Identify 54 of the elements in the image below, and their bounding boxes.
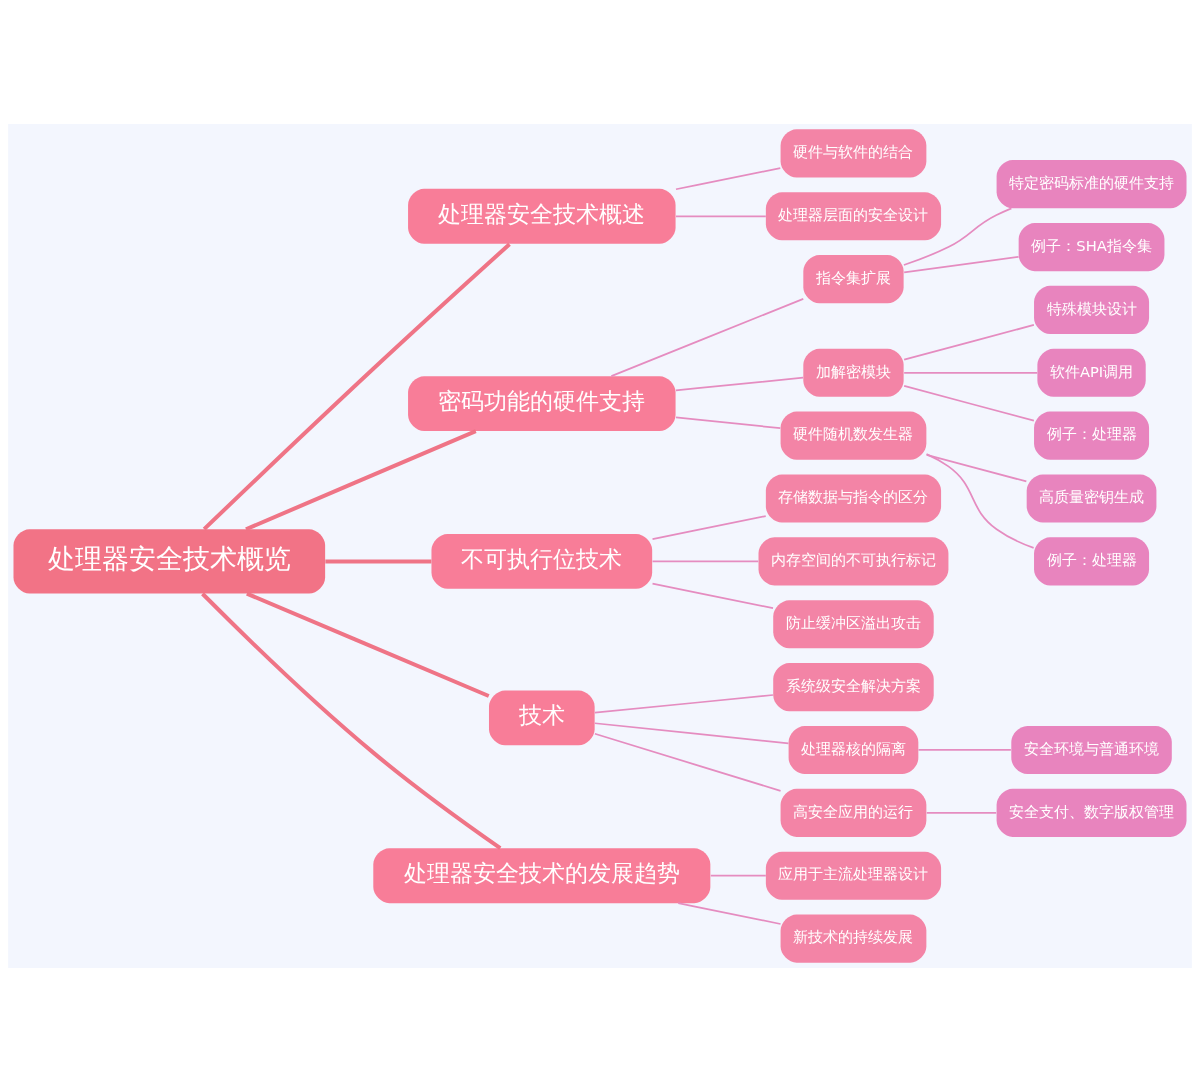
node-box: 例子：SHA指令集 bbox=[1018, 222, 1165, 271]
connector bbox=[202, 242, 511, 531]
connector bbox=[651, 514, 767, 540]
node-box: 软件API调用 bbox=[1037, 348, 1146, 397]
node-box: 硬件随机数发生器 bbox=[780, 411, 927, 460]
connector bbox=[903, 371, 1039, 374]
node-box: 安全支付、数字版权管理 bbox=[996, 788, 1187, 837]
node-box: 高质量密钥生成 bbox=[1026, 473, 1157, 523]
node-box: 处理器层面的安全设计 bbox=[765, 191, 942, 240]
node-box: 加解密模块 bbox=[803, 348, 904, 397]
node-box: 特定密码标准的硬件支持 bbox=[996, 159, 1187, 208]
connector bbox=[903, 384, 1035, 421]
connector bbox=[709, 874, 767, 877]
connector bbox=[917, 748, 1012, 751]
connector bbox=[651, 582, 774, 609]
node-box: 例子：处理器 bbox=[1034, 536, 1150, 585]
connector bbox=[903, 206, 1013, 266]
connector bbox=[903, 255, 1020, 273]
node-box: 防止缓冲区溢出攻击 bbox=[773, 599, 934, 648]
connector bbox=[246, 591, 490, 698]
node-box: 技术 bbox=[489, 689, 595, 745]
connector bbox=[675, 376, 804, 391]
connector bbox=[903, 323, 1035, 360]
node-box: 处理器安全技术概览 bbox=[13, 528, 326, 593]
connector bbox=[594, 693, 774, 714]
node-box: 不可执行位技术 bbox=[431, 533, 653, 589]
connector bbox=[201, 591, 502, 850]
connector bbox=[594, 721, 790, 744]
node-box: 应用于主流处理器设计 bbox=[765, 851, 942, 900]
connector bbox=[925, 452, 1035, 549]
connector bbox=[325, 558, 432, 563]
node-box: 存储数据与指令的区分 bbox=[765, 473, 942, 523]
connector bbox=[675, 166, 782, 190]
node-box: 内存空间的不可执行标记 bbox=[758, 536, 949, 585]
node-box: 密码功能的硬件支持 bbox=[408, 375, 676, 431]
connector bbox=[245, 428, 477, 531]
node-box: 处理器核的隔离 bbox=[788, 725, 919, 774]
node-box: 指令集扩展 bbox=[803, 254, 904, 303]
connector bbox=[675, 416, 782, 429]
connector bbox=[925, 811, 998, 814]
connector bbox=[594, 732, 782, 792]
connector bbox=[651, 560, 760, 562]
node-box: 硬件与软件的结合 bbox=[780, 128, 927, 177]
node-box: 处理器安全技术概述 bbox=[408, 188, 676, 244]
node-box: 高安全应用的运行 bbox=[780, 788, 927, 837]
node-box: 例子：处理器 bbox=[1034, 411, 1150, 460]
node-box: 新技术的持续发展 bbox=[780, 914, 927, 963]
node-box: 安全环境与普通环境 bbox=[1011, 725, 1172, 774]
connector bbox=[677, 901, 782, 925]
node-box: 特殊模块设计 bbox=[1034, 285, 1150, 334]
connector bbox=[675, 214, 767, 217]
connector bbox=[610, 297, 805, 377]
node-box: 系统级安全解决方案 bbox=[773, 662, 934, 711]
node-box: 处理器安全技术的发展趋势 bbox=[373, 847, 711, 903]
